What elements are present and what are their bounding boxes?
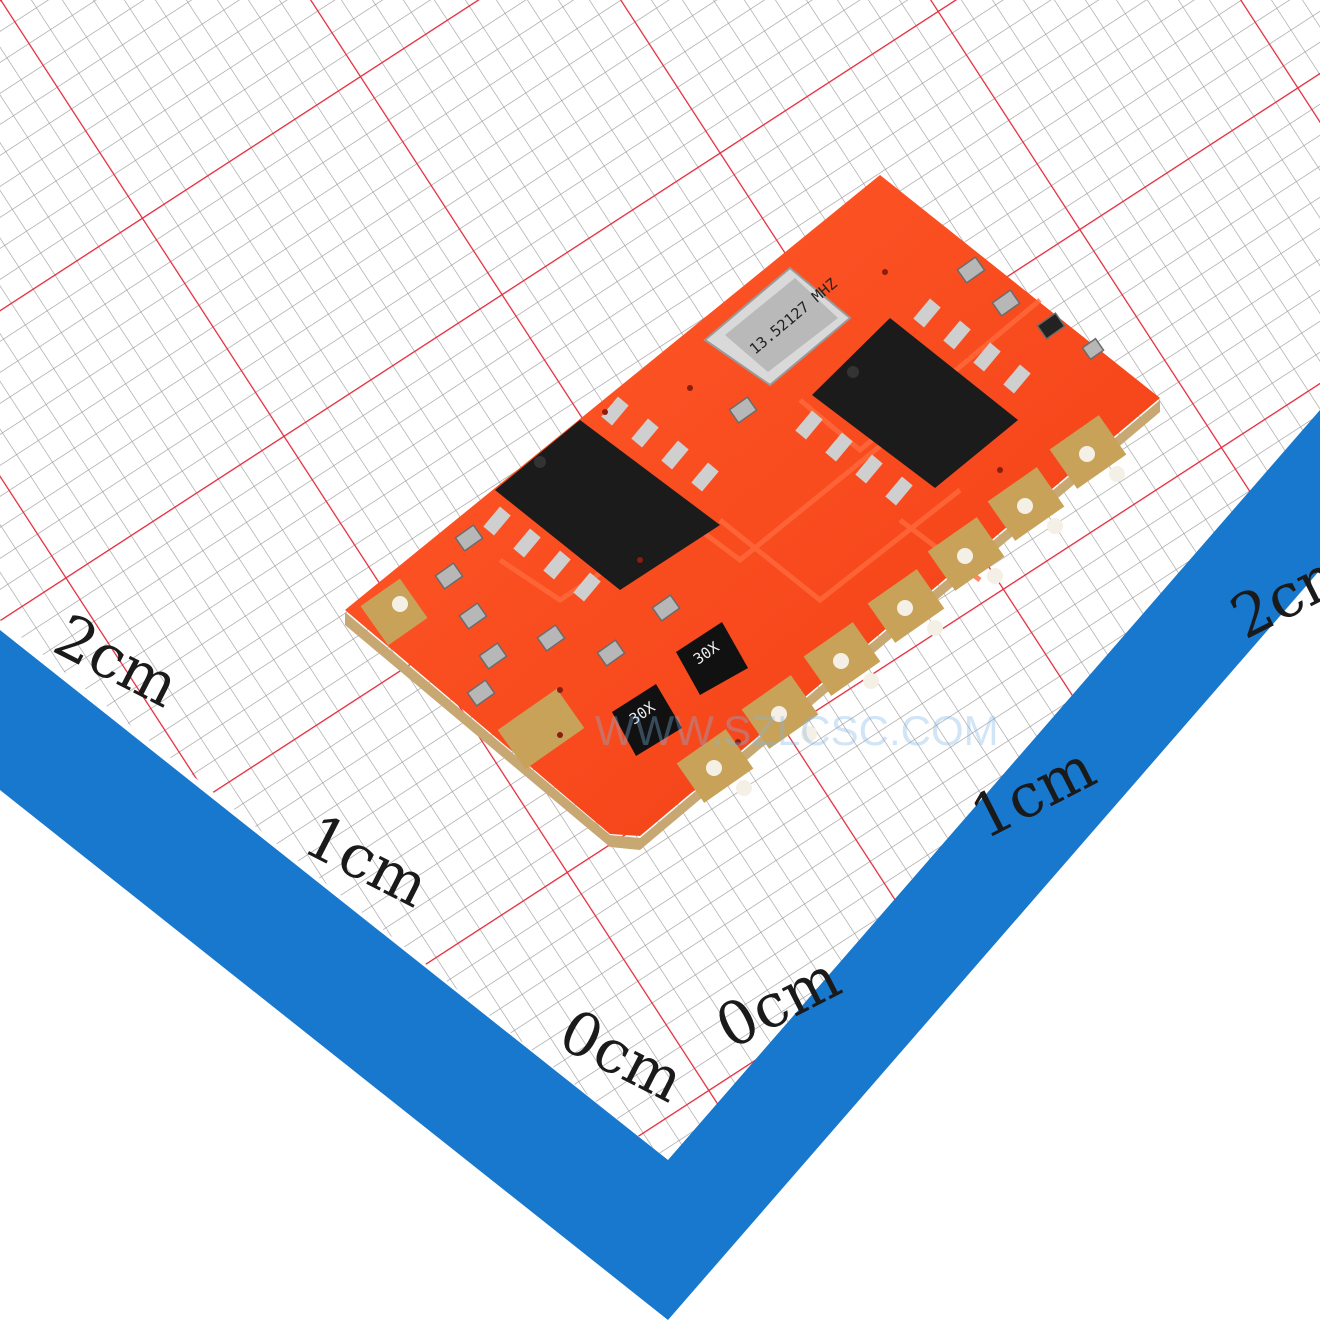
ic-chip-left [483,396,720,602]
ic-chip-right [795,298,1031,506]
pad-left [360,578,428,646]
castellated-pads [360,415,1127,803]
pad-ground [497,688,585,770]
watermark-text: WWW.SZLCSC.COM [595,707,999,754]
paper-corner [0,420,1320,1320]
blue-ruler [0,410,1320,1320]
resistor-2: 30X [612,684,682,756]
pcb-module: 13.52127 MHZ 30X 30X [345,175,1160,850]
resistor-1: 30X [676,622,748,695]
passive-components [434,256,1105,707]
vias [557,269,1003,745]
